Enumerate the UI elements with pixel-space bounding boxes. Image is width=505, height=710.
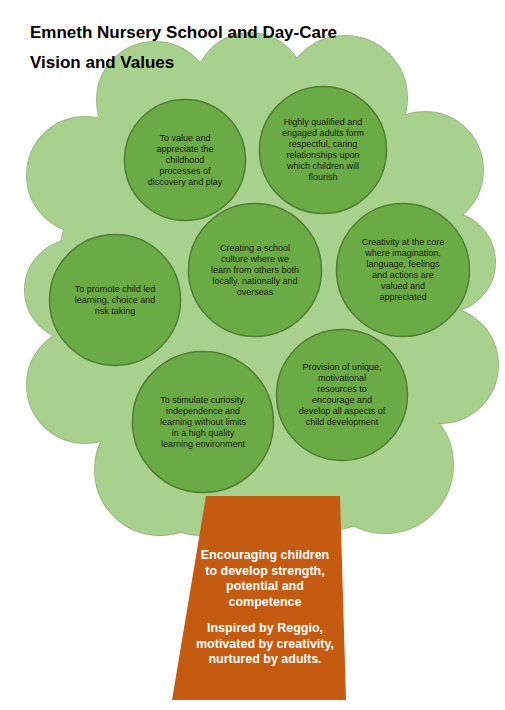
value-text: Creating a school culture where we learn… xyxy=(210,243,300,298)
value-circle: Creating a school culture where we learn… xyxy=(187,202,323,338)
value-circle: Provision of unique, motivational resour… xyxy=(275,328,409,462)
value-circle: To promote child led learning, choice an… xyxy=(48,233,182,367)
diagram-title: Emneth Nursery School and Day-Care Visio… xyxy=(30,18,360,78)
value-text: To stimulate curiosity, independence and… xyxy=(156,395,251,450)
trunk-text: Encouraging children to develop strength… xyxy=(194,548,336,610)
value-circle: Highly qualified and engaged adults form… xyxy=(258,85,388,215)
tree-trunk: Encouraging children to develop strength… xyxy=(172,496,346,700)
value-circle: To value and appreciate the childhood pr… xyxy=(123,98,247,222)
value-text: Highly qualified and engaged adults form… xyxy=(280,117,366,183)
value-circle: To stimulate curiosity, independence and… xyxy=(131,350,275,494)
value-circle: Creativity at the core where imagination… xyxy=(335,202,471,338)
value-text: To promote child led learning, choice an… xyxy=(71,284,159,317)
value-text: Provision of unique, motivational resour… xyxy=(298,362,386,428)
trunk-text: Inspired by Reggio, motivated by creativ… xyxy=(194,621,336,668)
value-text: To value and appreciate the childhood pr… xyxy=(144,133,226,188)
value-text: Creativity at the core where imagination… xyxy=(358,237,448,303)
